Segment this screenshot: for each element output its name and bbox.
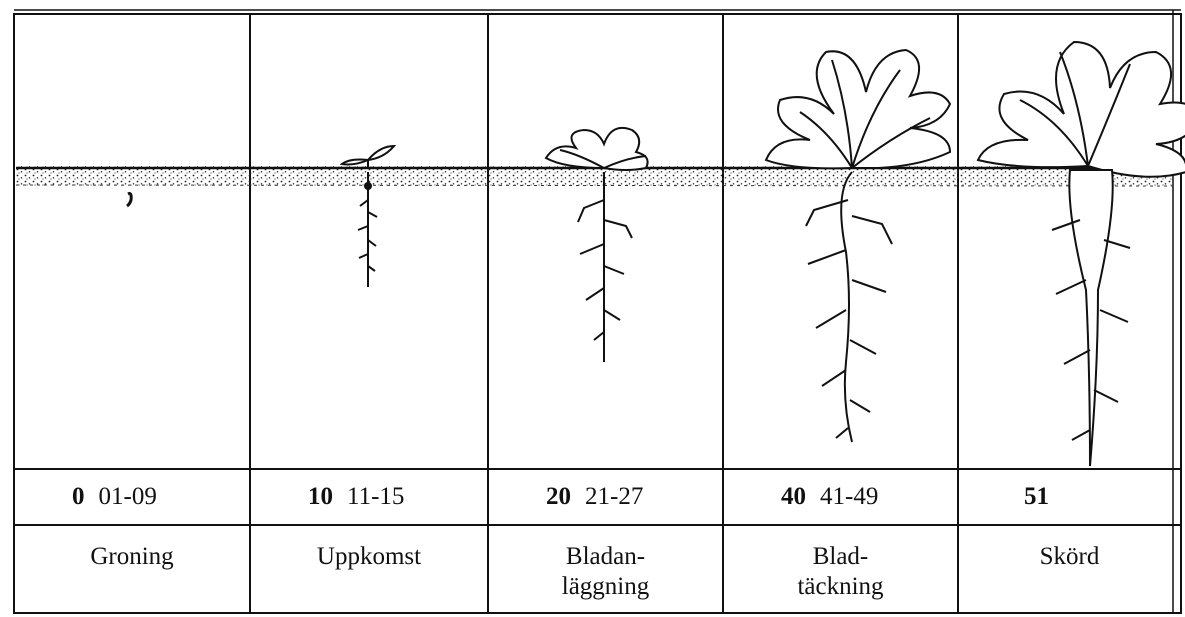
stage-code: 0 — [72, 483, 85, 510]
stage-code: 51 — [1024, 483, 1049, 510]
seed-icon — [127, 194, 131, 206]
stage-range: 41-49 — [820, 483, 878, 510]
stage-code: 40 — [781, 483, 806, 510]
soil-surface — [16, 166, 1173, 186]
mature-beet-icon — [978, 42, 1185, 466]
stage-code-cell: 40 41-49 — [723, 469, 958, 525]
stage-code-cell: 0 01-09 — [14, 469, 250, 525]
stage-code-cell: 20 21-27 — [488, 469, 723, 525]
stage-name: Uppkomst — [250, 525, 488, 613]
stage-name: Blad- täckning — [723, 525, 958, 613]
stage-name: Groning — [14, 525, 250, 613]
stage-range: 11-15 — [347, 483, 404, 510]
young-plant-icon — [546, 128, 648, 362]
stage-code-cell: 10 11-15 — [250, 469, 488, 525]
stage-code-row: 0 01-09 10 11-15 20 21-27 40 41-49 51 — [14, 469, 1181, 525]
stage-range: 01-09 — [99, 483, 157, 510]
stage-code-cell: 51 — [958, 469, 1181, 525]
stage-name-row: Groning Uppkomst Bladan- läggning Blad- … — [14, 525, 1181, 613]
stage-name: Bladan- läggning — [488, 525, 723, 613]
stage-code: 10 — [308, 483, 333, 510]
stage-name: Skörd — [958, 525, 1181, 613]
leafy-plant-icon — [766, 50, 950, 442]
stage-range: 21-27 — [585, 483, 643, 510]
stage-code: 20 — [546, 483, 571, 510]
